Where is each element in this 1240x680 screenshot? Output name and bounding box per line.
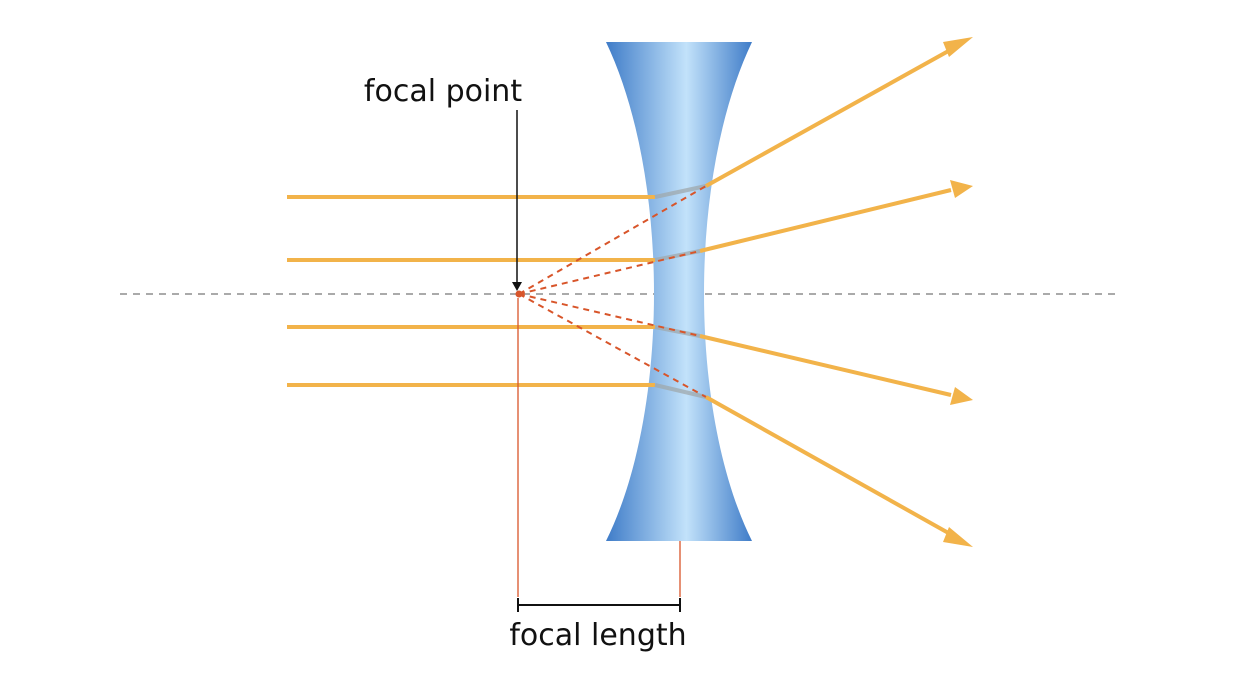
outgoing-rays bbox=[699, 47, 953, 537]
arrowhead-icon bbox=[943, 37, 973, 57]
virtual-ray bbox=[518, 250, 701, 295]
virtual-ray bbox=[518, 293, 701, 337]
virtual-ray bbox=[518, 293, 707, 398]
ray-inside-lens bbox=[654, 184, 707, 199]
ray-arrowheads bbox=[943, 37, 973, 547]
focal-length-bracket bbox=[517, 598, 681, 612]
focal-point-marker bbox=[515, 290, 523, 298]
concave-lens bbox=[606, 42, 752, 541]
arrowhead-icon bbox=[950, 387, 973, 405]
focal-point-label: focal point bbox=[364, 74, 522, 109]
pointer-arrowhead-icon bbox=[512, 282, 522, 291]
incoming-rays bbox=[287, 195, 655, 387]
virtual-rays bbox=[518, 185, 707, 398]
focal-length-label: focal length bbox=[509, 618, 686, 653]
arrowhead-icon bbox=[943, 527, 973, 547]
outgoing-ray bbox=[705, 395, 953, 537]
outgoing-ray bbox=[699, 334, 952, 397]
arrowhead-icon bbox=[950, 180, 973, 198]
virtual-ray bbox=[518, 185, 707, 295]
outgoing-ray bbox=[699, 188, 952, 253]
ray-inside-lens bbox=[654, 383, 707, 399]
outgoing-ray bbox=[705, 47, 953, 188]
